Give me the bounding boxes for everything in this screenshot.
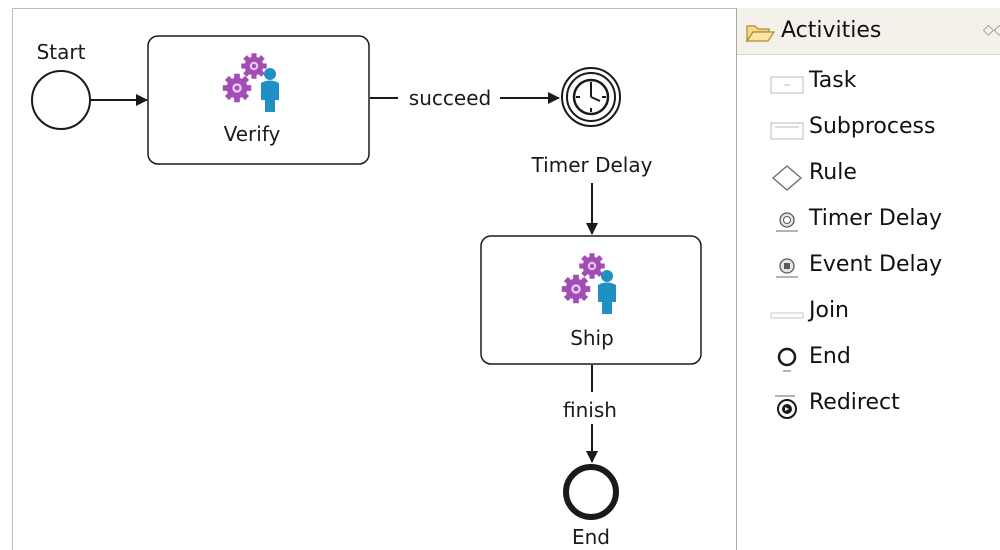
palette-item-label: Subprocess	[809, 114, 936, 139]
palette-item-label: Event Delay	[809, 252, 943, 277]
diagram-canvas[interactable]: Start Verify succeed	[0, 0, 736, 550]
palette-item-redirect[interactable]: Redirect	[737, 386, 1000, 426]
palette-item-label: Task	[809, 68, 857, 93]
verify-label: Verify	[224, 122, 281, 146]
palette-item-rule[interactable]: Rule	[737, 156, 1000, 196]
edge-finish-label: finish	[563, 398, 617, 422]
palette-item-task[interactable]: Task	[737, 64, 1000, 104]
open-folder-icon	[745, 25, 775, 43]
clock-icon	[572, 78, 610, 116]
palette-item-label: Join	[809, 298, 850, 323]
canvas-border	[12, 8, 736, 550]
timer-label: Timer Delay	[531, 153, 653, 177]
end-icon	[777, 347, 797, 372]
ship-task[interactable]	[480, 235, 702, 365]
redirect-icon	[775, 395, 797, 419]
end-event[interactable]	[563, 464, 619, 520]
start-label: Start	[37, 40, 86, 64]
palette-item-label: Redirect	[809, 390, 900, 415]
timer-delay-event[interactable]	[561, 67, 621, 127]
palette-item-label: Rule	[809, 160, 857, 185]
palette-header[interactable]: Activities ◇◇	[737, 8, 1000, 55]
process-diagram: Start Verify succeed	[31, 35, 702, 549]
palette-item-subprocess[interactable]: Subprocess	[737, 110, 1000, 150]
edge-succeed-label: succeed	[409, 86, 491, 110]
palette-item-label: Timer Delay	[809, 206, 942, 231]
rule-icon	[772, 165, 802, 191]
activities-palette: Activities ◇◇ Task Subprocess Rule Timer…	[736, 8, 1000, 550]
verify-task[interactable]	[147, 35, 370, 165]
palette-item-join[interactable]: Join	[737, 294, 1000, 334]
timer-delay-icon	[776, 212, 798, 232]
palette-title: Activities	[781, 18, 882, 43]
palette-item-timer-delay[interactable]: Timer Delay	[737, 202, 1000, 242]
ship-label: Ship	[570, 326, 614, 350]
task-icon	[770, 76, 804, 94]
subprocess-icon	[770, 122, 804, 140]
palette-item-end[interactable]: End	[737, 340, 1000, 380]
event-delay-icon	[776, 258, 798, 278]
join-icon	[770, 312, 804, 319]
palette-item-event-delay[interactable]: Event Delay	[737, 248, 1000, 288]
start-event[interactable]	[31, 70, 91, 130]
collapse-icon[interactable]: ◇◇	[983, 22, 1000, 38]
palette-item-label: End	[809, 344, 851, 369]
end-label: End	[572, 525, 610, 549]
